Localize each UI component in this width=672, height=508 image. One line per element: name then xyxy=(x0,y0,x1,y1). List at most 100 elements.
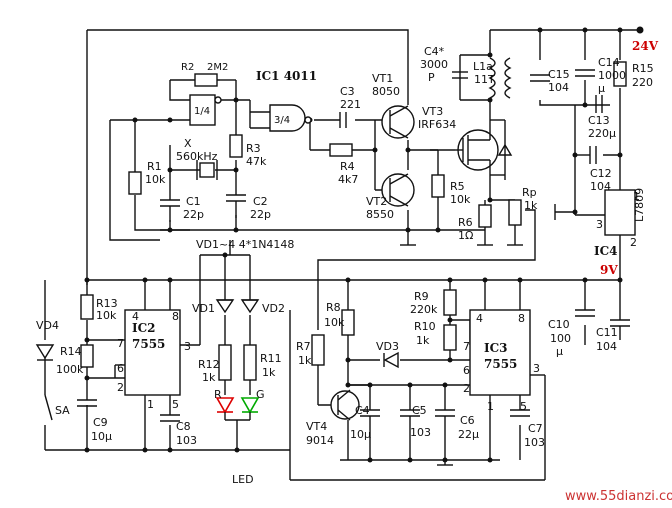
label-r4: R4 xyxy=(340,160,355,173)
label-c9-val: 10μ xyxy=(91,430,112,443)
label-c9: C9 xyxy=(93,416,108,429)
label-ic2: IC2 xyxy=(132,321,156,335)
label-c11: C11 xyxy=(596,326,618,339)
label-ic2-pin6: 6 xyxy=(117,362,124,375)
label-r15: R15 xyxy=(632,62,654,75)
label-c2: C2 xyxy=(253,195,268,208)
label-ic3: IC3 xyxy=(484,341,508,355)
label-r8-val: 10k xyxy=(324,316,345,329)
label-r2-val: 2M2 xyxy=(207,62,228,73)
label-c4star-val1: 3000 xyxy=(420,58,448,71)
label-c4b-val: 10μ xyxy=(350,428,371,441)
label-r6-val: 1Ω xyxy=(458,229,473,242)
resistor-r12 xyxy=(218,344,232,381)
label-r11: R11 xyxy=(260,352,282,365)
label-r12-val: 1k xyxy=(202,371,216,384)
resistor-r6 xyxy=(478,204,492,228)
label-ic2-pin7: 7 xyxy=(117,337,124,350)
label-r10-val: 1k xyxy=(416,334,430,347)
label-ic2-pin2: 2 xyxy=(117,381,124,394)
label-r10: R10 xyxy=(414,320,436,333)
regulator-l7809 xyxy=(604,189,636,236)
resistor-r7 xyxy=(311,334,325,366)
label-pin1: 1 xyxy=(633,190,640,203)
resistor-r14 xyxy=(80,344,94,368)
label-vd1: VD1 xyxy=(192,302,215,315)
label-c8-val: 103 xyxy=(176,434,197,447)
label-x: X xyxy=(184,137,192,150)
label-r15-val: 220 xyxy=(632,76,653,89)
label-vt3: VT3 xyxy=(422,105,443,118)
label-r9-val: 220k xyxy=(410,303,438,316)
components xyxy=(35,57,636,466)
label-ic3-val: 7555 xyxy=(484,357,517,371)
diode-vd2 xyxy=(240,299,260,314)
label-r13: R13 xyxy=(96,297,118,310)
label-c6: C6 xyxy=(460,414,475,427)
label-c10-val2: μ xyxy=(556,345,563,358)
label-vd-diodes: VD1~4 4*1N4148 xyxy=(196,238,294,251)
diode-vd1 xyxy=(215,299,235,314)
label-ic3-pin6: 6 xyxy=(463,364,470,377)
label-ic2-val: 7555 xyxy=(132,337,165,351)
label-9v: 9V xyxy=(600,263,618,277)
mosfet-vt3 xyxy=(457,129,499,171)
resistor-r15 xyxy=(613,61,627,87)
label-gate3: 3/4 xyxy=(274,115,290,126)
label-c3-val: 221 xyxy=(340,98,361,111)
label-r14-val: 100k xyxy=(56,363,84,376)
label-ic3-pin4: 4 xyxy=(476,312,483,325)
label-c1: C1 xyxy=(186,195,201,208)
label-c2-val: 22p xyxy=(250,208,271,221)
resistor-r13 xyxy=(80,294,94,320)
resistor-r10 xyxy=(443,324,457,351)
label-c3: C3 xyxy=(340,85,355,98)
led-vd4 xyxy=(35,344,55,360)
label-c7-val: 103 xyxy=(524,436,545,449)
label-ic3-pin5: 5 xyxy=(520,400,527,413)
label-r1-val: 10k xyxy=(145,173,166,186)
label-r5-val: 10k xyxy=(450,193,471,206)
label-ic2-pin5: 5 xyxy=(172,398,179,411)
label-pin2: 2 xyxy=(630,236,637,249)
label-vt4-val: 9014 xyxy=(306,434,334,447)
label-ic1: IC1 4011 xyxy=(256,69,317,83)
label-c11-val: 104 xyxy=(596,340,617,353)
label-l1a: L1a xyxy=(473,60,493,73)
resistor-r3 xyxy=(229,134,243,158)
label-c4b: C4 xyxy=(355,404,370,417)
ic1-gate-1 xyxy=(189,94,216,126)
label-l1a-val: 11T xyxy=(474,73,495,86)
inductor-l1a xyxy=(488,57,496,99)
label-ic2-pin3: 3 xyxy=(184,340,191,353)
label-r3: R3 xyxy=(246,142,261,155)
led-green xyxy=(240,397,260,414)
ic2-7555 xyxy=(124,309,181,396)
label-led: LED xyxy=(232,473,254,486)
label-r11-val: 1k xyxy=(262,366,276,379)
resistor-r1 xyxy=(128,171,142,195)
label-ic2-pin4: 4 xyxy=(132,310,139,323)
label-gate1: 1/4 xyxy=(194,106,210,117)
label-vd4: VD4 xyxy=(36,319,59,332)
label-ic2-pin8: 8 xyxy=(172,310,179,323)
label-r14: R14 xyxy=(60,345,82,358)
potentiometer-rp xyxy=(508,199,522,226)
labels: R2 2M2 IC1 4011 1/4 3/4 C3 221 VT1 8050 … xyxy=(36,39,672,504)
label-c15: C15 xyxy=(548,68,570,81)
label-ic3-pin3: 3 xyxy=(533,362,540,375)
label-ic2-pin1: 1 xyxy=(147,398,154,411)
label-c12-val: 104 xyxy=(590,180,611,193)
ic3-7555 xyxy=(469,309,531,396)
label-c13-val: 220μ xyxy=(588,127,616,140)
label-r6: R6 xyxy=(458,216,473,229)
label-l7809: L7809 xyxy=(633,188,646,222)
label-vt3-val: IRF634 xyxy=(418,118,456,131)
label-r4-val: 4k7 xyxy=(338,173,358,186)
label-x-val: 560kHz xyxy=(176,150,218,163)
label-ic3-pin8: 8 xyxy=(518,312,525,325)
label-r1: R1 xyxy=(147,160,162,173)
junctions xyxy=(84,26,644,463)
label-r2: R2 xyxy=(181,62,194,73)
